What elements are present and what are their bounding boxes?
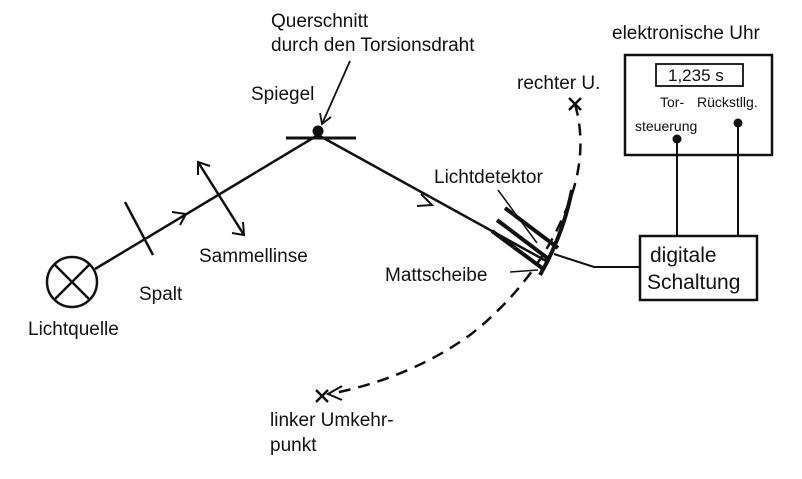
clock-display	[655, 63, 744, 87]
lichtdetektor-label: Lichtdetektor	[434, 167, 543, 188]
spalt-label: Spalt	[139, 284, 183, 305]
digitale-label-2: Schaltung	[647, 271, 740, 294]
torsion-wire-dot	[312, 125, 324, 137]
tor-label-2: steuerung	[635, 118, 697, 134]
elektronische-uhr-label: elektronische Uhr	[612, 23, 761, 44]
tor-label-1: Tor-	[660, 94, 684, 110]
mattscheibe-label: Mattscheibe	[385, 265, 487, 286]
sammellinse-label: Sammellinse	[199, 246, 308, 267]
lichtquelle-label: Lichtquelle	[28, 319, 119, 340]
light-beam-incoming	[94, 133, 319, 271]
right-turning-point-marker	[568, 97, 582, 111]
clock-display-value: 1,235 s	[668, 66, 724, 85]
arc-arrow-head	[325, 385, 343, 401]
digital-circuit-box	[638, 234, 759, 302]
mattscheibe-pointer	[509, 269, 539, 273]
light-source-symbol	[45, 255, 99, 309]
linker-label-2: punkt	[270, 435, 317, 456]
ground-glass-screen	[538, 189, 574, 276]
lichtdetektor-pointer	[497, 189, 538, 244]
collecting-lens	[196, 160, 246, 237]
spiegel-label: Spiegel	[251, 84, 314, 105]
slit	[123, 201, 155, 256]
beam-arrow-2	[416, 193, 435, 207]
electronic-clock-box	[623, 53, 774, 157]
linker-label-1: linker Umkehr-	[270, 410, 394, 431]
sweep-arc-dashed	[329, 103, 582, 396]
querschnitt-pointer	[321, 60, 351, 125]
light-detector	[490, 206, 560, 270]
beam-arrow-1	[171, 211, 188, 226]
querschnitt-pointer-head	[319, 112, 332, 126]
light-beam-reflected	[317, 133, 549, 264]
detector-wire	[553, 253, 640, 268]
rueckstllg-label: Rückstllg.	[697, 94, 758, 110]
querschnitt-label-1: Querschnitt	[271, 11, 369, 32]
rechter-label: rechter U.	[517, 73, 600, 94]
digitale-label-1: digitale	[650, 244, 717, 267]
querschnitt-label-2: durch den Torsionsdraht	[271, 35, 475, 56]
left-turning-point-marker	[315, 389, 329, 403]
